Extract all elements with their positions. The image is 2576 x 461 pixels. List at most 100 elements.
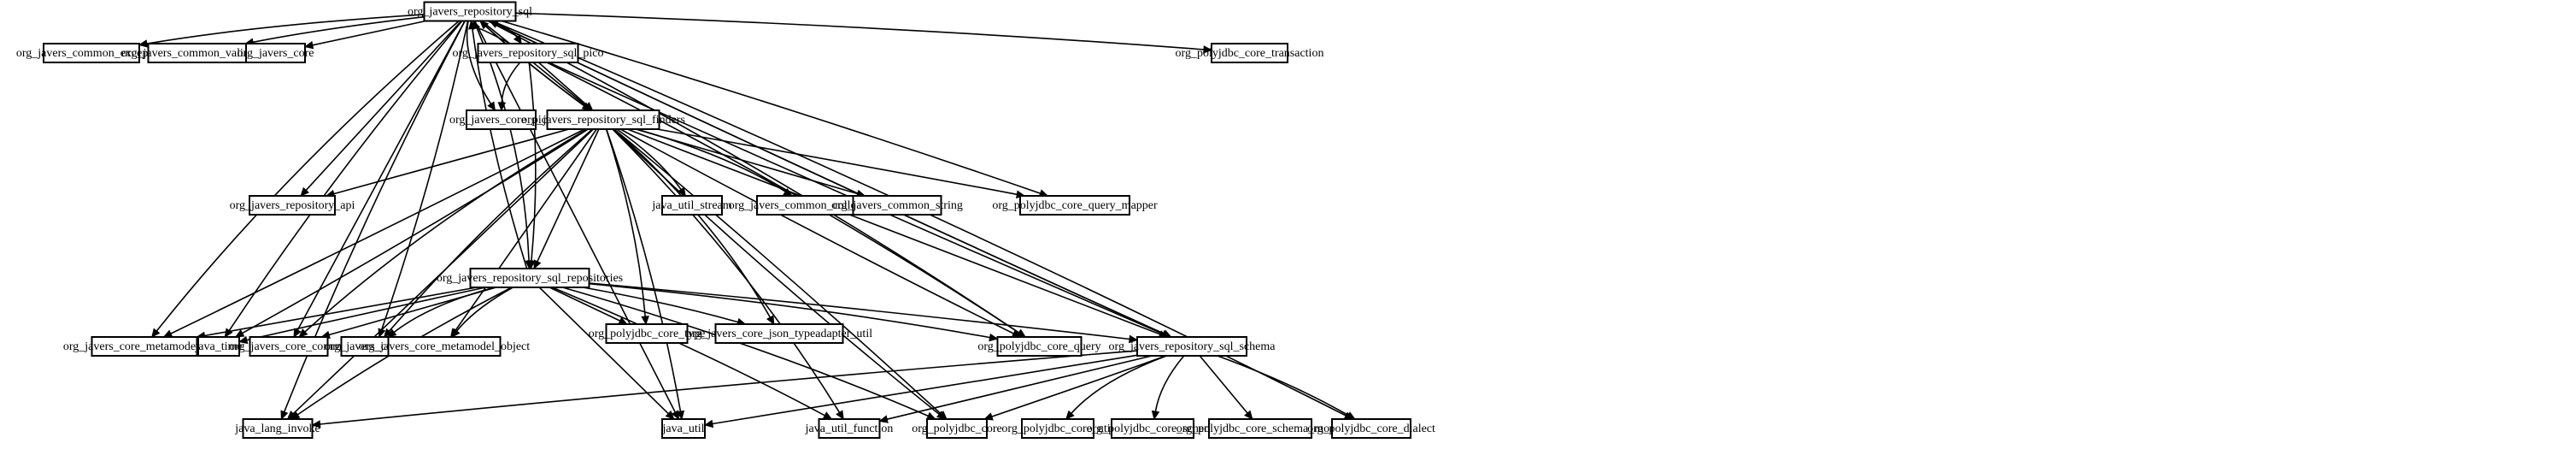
node-java_util[interactable]: java_util [661, 418, 706, 439]
node-box [1208, 418, 1312, 439]
node-org_polyjdbc_core_query_mapper[interactable]: org_polyjdbc_core_query_mapper [992, 195, 1158, 216]
node-org_polyjdbc_core_transaction[interactable]: org_polyjdbc_core_transaction [1176, 43, 1324, 63]
edge-org_javers_repository_sql_schema-to-org_polyjdbc_core_schema [1151, 355, 1185, 421]
edge-line [455, 128, 597, 332]
node-org_javers_core_json_typeadapter_util[interactable]: org_javers_core_json_typeadapter_util [686, 323, 872, 344]
edge-line [537, 128, 600, 263]
node-org_javers_repository_sql[interactable]: org_javers_repository_sql [408, 1, 532, 22]
edge-line [1154, 355, 1185, 412]
node-box [249, 195, 336, 216]
edge-line [283, 21, 466, 412]
edge-arrowhead [293, 328, 302, 339]
node-box [43, 43, 140, 63]
edge-line [472, 28, 528, 269]
edge-org_javers_repository_sql_schema-to-java_util [703, 354, 1138, 428]
edge-org_javers_repository_sql_finders-to-org_javers_core_json [383, 128, 593, 338]
edge-line [146, 14, 425, 44]
node-box [197, 336, 240, 357]
node-org_javers_core_pico[interactable]: org_javers_core_pico [449, 109, 553, 130]
edge-org_javers_repository_sql-to-org_javers_repository_api [300, 20, 462, 197]
edge-org_javers_repository_sql_finders-to-org_polyjdbc_core [612, 128, 947, 420]
edge-arrowhead [387, 328, 397, 338]
edge-org_javers_repository_sql_finders-to-org_javers_core_commit [298, 128, 588, 338]
edge-org_javers_repository_sql_finders-to-java_lang_invoke [286, 128, 594, 420]
edge-arrowhead [280, 410, 289, 421]
edge-org_javers_repository_sql_repositories-to-org_javers_repository_sql_schema [589, 282, 1139, 344]
node-org_polyjdbc_core_util[interactable]: org_polyjdbc_core_util [1001, 418, 1114, 439]
node-box [242, 418, 314, 439]
edge-line [481, 20, 942, 415]
node-label: java_time [194, 340, 242, 353]
node-box [1021, 418, 1094, 439]
edge-line [455, 287, 513, 332]
edge-org_javers_repository_sql-to-org_javers_core_pico [466, 21, 496, 112]
edge-arrowhead [489, 20, 499, 28]
edge-org_javers_repository_sql-to-java_time [224, 20, 463, 339]
node-org_javers_common_exception[interactable]: org_javers_common_exception [16, 43, 167, 63]
node-org_polyjdbc_core_schema[interactable]: org_polyjdbc_core_schema [1087, 418, 1219, 439]
node-java_lang_invoke[interactable]: java_lang_invoke [234, 418, 320, 439]
edge-line [589, 282, 990, 339]
edge-line [562, 287, 929, 417]
node-org_javers_repository_sql_finders[interactable]: org_javers_repository_sql_finders [521, 109, 685, 130]
edge-line [515, 12, 1205, 50]
node-label: org_javers_common_collections [729, 199, 884, 212]
edge-line [204, 287, 478, 337]
edge-line [712, 354, 1138, 425]
edge-arrowhead [878, 415, 889, 423]
edge-line [552, 287, 825, 417]
edge-line [612, 128, 841, 413]
node-org_polyjdbc_core_dialect[interactable]: org_polyjdbc_core_dialect [1307, 418, 1435, 439]
node-org_javers_common_validation[interactable]: org_javers_common_validation [121, 43, 273, 63]
edge-org_javers_repository_sql_pico-to-org_javers_core_pico [497, 62, 521, 112]
node-java_util_function[interactable]: java_util_function [805, 418, 894, 439]
edge-arrowhead [1151, 410, 1160, 421]
node-org_javers_repository_sql_repositories[interactable]: org_javers_repository_sql_repositories [437, 268, 623, 288]
node-org_javers_core_commit[interactable]: org_javers_core_commit [229, 336, 349, 357]
node-org_javers_common_string[interactable]: org_javers_common_string [831, 195, 963, 216]
node-org_javers_repository_api[interactable]: org_javers_repository_api [230, 195, 355, 216]
edge-line [489, 20, 1165, 335]
edge-line [155, 20, 460, 332]
node-label: org_javers_repository_api [230, 199, 355, 212]
edge-line [589, 282, 1130, 340]
edge-arrowhead [676, 410, 685, 421]
node-org_javers_repository_sql_schema[interactable]: org_javers_repository_sql_schema [1109, 336, 1276, 357]
node-box [1111, 418, 1194, 439]
node-org_javers_repository_sql_pico[interactable]: org_javers_repository_sql_pico [452, 43, 604, 63]
node-box [1331, 418, 1411, 439]
edge-arrowhead [224, 328, 233, 339]
edge-arrowhead [1129, 334, 1139, 344]
node-org_polyjdbc_core_query[interactable]: org_polyjdbc_core_query [977, 336, 1101, 357]
node-box [714, 323, 844, 344]
node-org_polyjdbc_core_type[interactable]: org_polyjdbc_core_type [589, 323, 706, 344]
edge-line [656, 128, 1018, 196]
edge-arrowhead [703, 419, 714, 428]
node-label: org_javers_core_metamodel_type [63, 340, 226, 353]
node-label: java_util_stream [651, 199, 731, 212]
node-java_time[interactable]: java_time [194, 336, 243, 357]
node-label: org_javers_common_string [831, 199, 963, 212]
edge-line [242, 128, 589, 334]
edge-line [292, 128, 594, 415]
edge-arrowhead [151, 328, 161, 338]
edge-org_javers_repository_sql_finders-to-org_javers_repository_sql [478, 20, 591, 111]
node-org_javers_core_metamodel_object[interactable]: org_javers_core_metamodel_object [359, 336, 530, 357]
node-java_util_stream[interactable]: java_util_stream [651, 195, 732, 216]
edge-arrowhead [936, 411, 947, 420]
edge-line [537, 62, 588, 106]
edge-line [606, 128, 682, 412]
node-box [1211, 43, 1288, 63]
node-label: org_polyjdbc_core_query [977, 340, 1100, 353]
nodes-layer: org_javers_repository_sql org_javers_comm… [16, 1, 1435, 439]
edge-arrowhead [527, 260, 536, 270]
node-org_javers_core[interactable]: org_javers_core [238, 43, 314, 63]
edge-arrowhead [497, 102, 507, 112]
node-box [91, 336, 198, 357]
node-org_javers_core_metamodel_type[interactable]: org_javers_core_metamodel_type [63, 336, 226, 357]
edge-org_javers_repository_sql-to-org_polyjdbc_core_transaction [515, 12, 1213, 54]
node-label: org_polyjdbc_core_type [589, 328, 706, 340]
node-org_polyjdbc_core[interactable]: org_polyjdbc_core [912, 418, 1002, 439]
node-org_polyjdbc_core_schema_model[interactable]: org_polyjdbc_core_schema_model [1177, 418, 1345, 439]
